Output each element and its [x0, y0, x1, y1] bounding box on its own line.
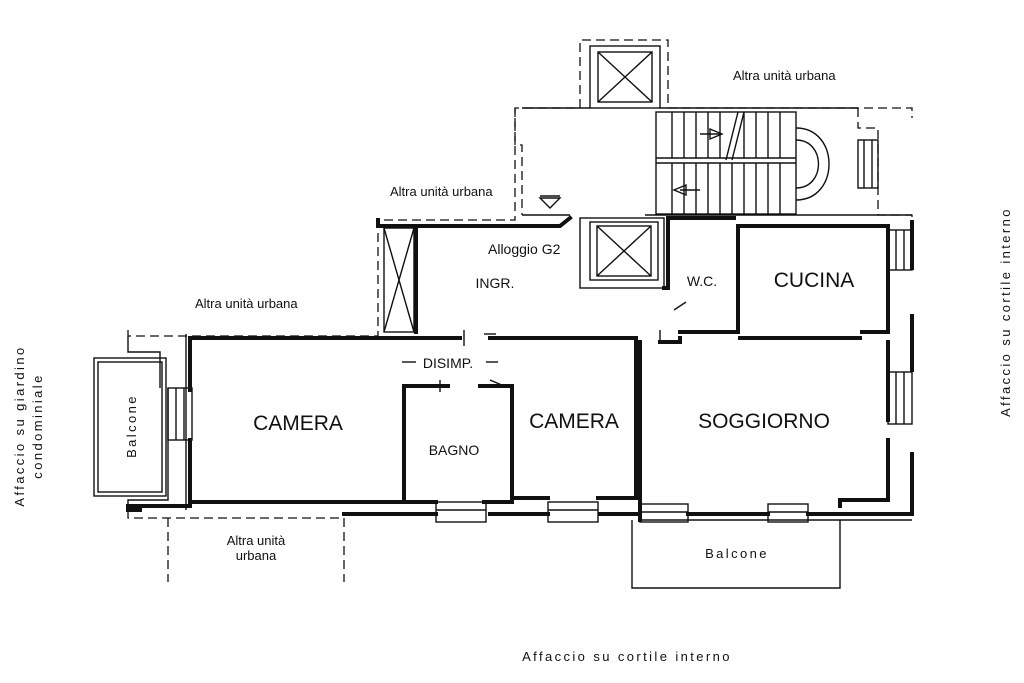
room-cucina: CUCINA — [774, 269, 855, 292]
facing-bottom: Affaccio su cortile interno — [522, 649, 732, 664]
room-camera-mid: CAMERA — [529, 410, 619, 433]
balcony-left-shape — [93, 357, 167, 497]
apartment-label: Alloggio G2 — [488, 241, 561, 257]
stair-hall-walls — [522, 107, 912, 216]
room-disimpegno: DISIMP. — [423, 355, 473, 371]
elevator-entrance — [579, 217, 665, 289]
room-ingresso: INGR. — [476, 275, 515, 291]
neighbor-bottom-line1: Altra unità — [227, 533, 286, 548]
exterior-outline — [127, 334, 912, 521]
balcony-bottom-shape — [631, 520, 841, 589]
door-marks — [402, 301, 687, 392]
neighbor-top-left: Altra unità urbana — [390, 184, 493, 199]
room-labels: CAMERA CAMERA SOGGIORNO CUCINA BAGNO W.C… — [253, 241, 854, 458]
neighbor-bottom-line2: urbana — [236, 548, 277, 563]
facing-left-line1: Affaccio su giardino — [12, 345, 27, 506]
room-wc: W.C. — [687, 273, 717, 289]
balcony-bottom-label: Balcone — [705, 546, 769, 561]
balcony-labels: Balcone Balcone — [124, 394, 769, 561]
neighbor-left: Altra unità urbana — [195, 296, 298, 311]
balcony-left-label: Balcone — [124, 394, 139, 458]
stair-window — [857, 139, 879, 189]
facing-left-line2: condominiale — [30, 373, 45, 478]
staircase — [655, 111, 830, 215]
facing-right: Affaccio su cortile interno — [998, 207, 1013, 417]
elevator-top — [589, 45, 661, 109]
neighbor-top-right: Altra unità urbana — [733, 68, 836, 83]
walls — [126, 215, 914, 522]
windows — [167, 229, 913, 523]
closet — [383, 227, 415, 333]
facing-labels: Affaccio su giardino condominiale Affacc… — [12, 207, 1013, 664]
room-camera-left: CAMERA — [253, 412, 343, 435]
room-bagno: BAGNO — [429, 442, 480, 458]
room-soggiorno: SOGGIORNO — [698, 410, 830, 433]
neighbor-labels: Altra unità urbana Altra unità urbana Al… — [195, 68, 836, 563]
